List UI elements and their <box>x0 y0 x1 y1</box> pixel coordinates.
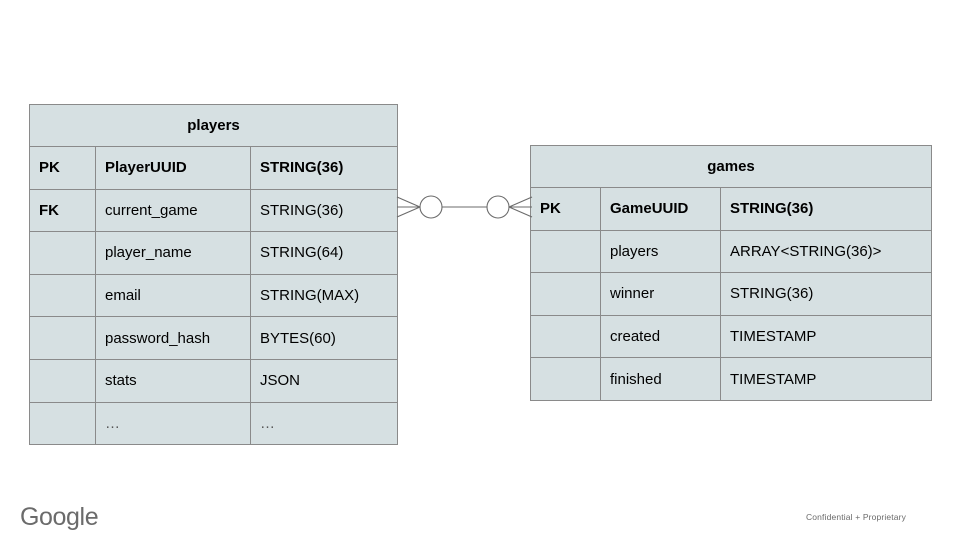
table-row[interactable]: players ARRAY<STRING(36)> <box>530 229 933 274</box>
entity-table-games[interactable]: games PK GameUUID STRING(36) players ARR… <box>529 145 933 401</box>
table-row[interactable]: PK GameUUID STRING(36) <box>530 187 933 231</box>
google-logo: Google <box>20 503 99 531</box>
field-type: STRING(36) <box>719 187 933 231</box>
key-badge-empty <box>29 401 96 446</box>
optional-circle-right-icon <box>486 195 510 219</box>
entity-table-players[interactable]: players PK PlayerUUID STRING(36) FK curr… <box>28 104 399 446</box>
entity-title-games: games <box>529 145 933 188</box>
field-name: PlayerUUID <box>95 146 251 190</box>
field-type: JSON <box>249 358 399 403</box>
table-row[interactable]: PK PlayerUUID STRING(36) <box>29 146 399 190</box>
field-type: TIMESTAMP <box>719 314 933 359</box>
table-row[interactable]: created TIMESTAMP <box>530 314 933 359</box>
key-badge-empty <box>530 357 601 401</box>
crowsfoot-left-icon <box>396 196 421 218</box>
field-type-ellipsis: … <box>249 401 399 446</box>
field-type: BYTES(60) <box>249 316 399 360</box>
key-badge-empty <box>29 273 96 318</box>
field-type: ARRAY<STRING(36)> <box>719 229 933 274</box>
field-type: STRING(36) <box>719 272 933 316</box>
table-row[interactable]: winner STRING(36) <box>530 272 933 316</box>
entity-title-row: games <box>529 145 933 188</box>
entity-title-row: players <box>28 104 399 147</box>
field-name-ellipsis: … <box>95 401 251 446</box>
field-name: created <box>600 314 721 359</box>
key-badge-empty <box>530 272 601 316</box>
key-badge-empty <box>530 314 601 359</box>
table-row[interactable]: stats JSON <box>29 358 399 403</box>
field-name: current_game <box>95 188 251 233</box>
table-row[interactable]: FK current_game STRING(36) <box>29 188 399 233</box>
table-row[interactable]: player_name STRING(64) <box>29 231 399 275</box>
field-name: email <box>95 273 251 318</box>
field-name: players <box>600 229 721 274</box>
field-name: finished <box>600 357 721 401</box>
field-type: STRING(MAX) <box>249 273 399 318</box>
field-type: STRING(64) <box>249 231 399 275</box>
field-name: stats <box>95 358 251 403</box>
relationship-connector-players-games[interactable] <box>390 186 540 228</box>
table-row-ellipsis[interactable]: … … <box>29 401 399 446</box>
confidential-notice: Confidential + Proprietary <box>806 512 907 522</box>
entity-title-players: players <box>28 104 399 147</box>
key-badge-pk: PK <box>29 146 96 190</box>
field-type: STRING(36) <box>249 146 399 190</box>
key-badge-empty <box>29 358 96 403</box>
field-name: winner <box>600 272 721 316</box>
optional-circle-left-icon <box>419 195 443 219</box>
field-name: player_name <box>95 231 251 275</box>
table-row[interactable]: password_hash BYTES(60) <box>29 316 399 360</box>
field-name: GameUUID <box>600 187 721 231</box>
crowsfoot-right-icon <box>508 196 533 218</box>
key-badge-fk: FK <box>29 188 96 233</box>
field-type: TIMESTAMP <box>719 357 933 401</box>
table-row[interactable]: email STRING(MAX) <box>29 273 399 318</box>
field-name: password_hash <box>95 316 251 360</box>
key-badge-empty <box>530 229 601 274</box>
key-badge-empty <box>29 316 96 360</box>
key-badge-pk: PK <box>530 187 601 231</box>
key-badge-empty <box>29 231 96 275</box>
table-row[interactable]: finished TIMESTAMP <box>530 357 933 401</box>
field-type: STRING(36) <box>249 188 399 233</box>
